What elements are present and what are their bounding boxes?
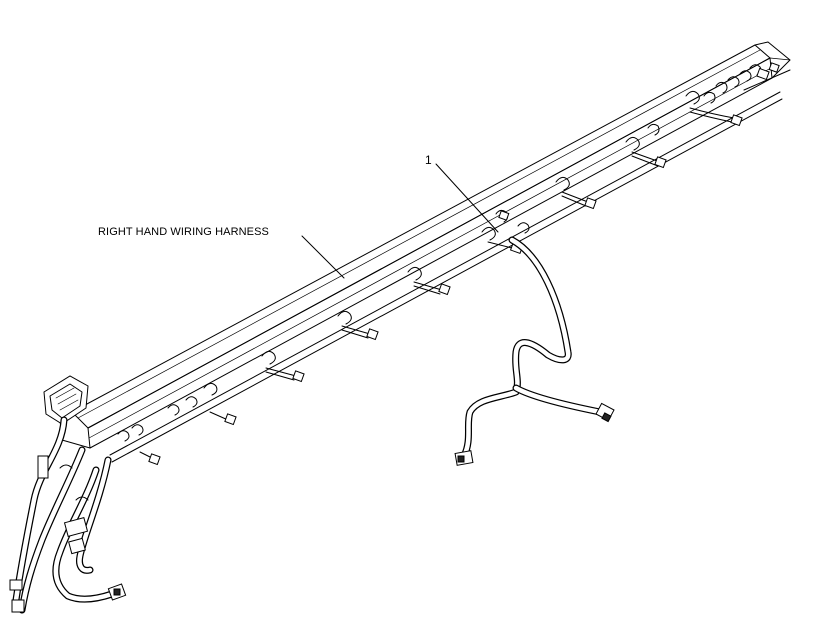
end-cluster bbox=[727, 62, 791, 91]
branch-4 bbox=[481, 209, 524, 255]
branch-5 bbox=[555, 176, 597, 210]
leader-lines bbox=[301, 163, 499, 279]
harness-rail bbox=[59, 41, 791, 449]
branch-7 bbox=[685, 81, 743, 127]
harness-leader bbox=[301, 235, 345, 279]
callout-number-1: 1 bbox=[425, 153, 432, 167]
left-clips bbox=[117, 382, 237, 466]
left-bundle bbox=[9, 375, 127, 614]
harness-label: RIGHT HAND WIRING HARNESS bbox=[98, 226, 269, 238]
branch-3 bbox=[407, 266, 451, 296]
drop-harness bbox=[454, 222, 615, 466]
branch-1 bbox=[261, 350, 305, 383]
branch-6 bbox=[625, 123, 667, 169]
branch-2 bbox=[337, 310, 379, 341]
rail-wire bbox=[109, 91, 783, 463]
branch-connectors bbox=[117, 62, 791, 466]
callout-1-leader bbox=[435, 163, 499, 233]
